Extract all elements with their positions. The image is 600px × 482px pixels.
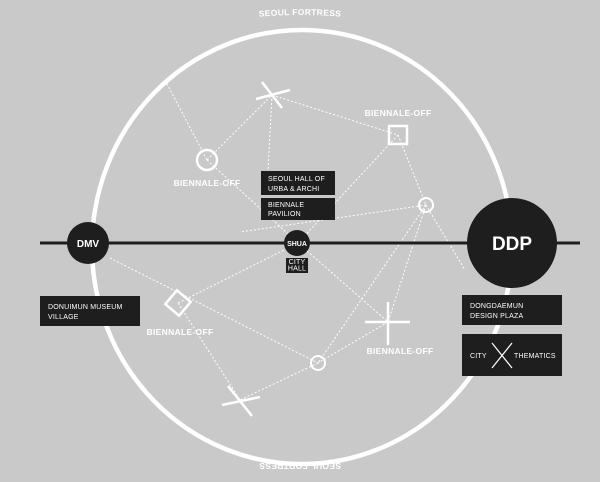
cross-marker [221, 385, 261, 417]
biennale-pavilion-line-2: PAVILION [268, 211, 301, 218]
biennale-off-diamond-marker [163, 288, 193, 318]
fortress-label-top: SEOUL FORTRESS [258, 7, 341, 19]
city-hall-tag [286, 258, 308, 273]
cross-marker [365, 302, 410, 345]
shua-label: SHUA [287, 241, 307, 248]
seoul-hall-line-2: URBA & ARCHI [268, 186, 319, 193]
shua-node [284, 230, 310, 256]
biennale-off-label: BIENNALE-OFF [174, 178, 241, 188]
dongdaemun-line-1: DONGDAEMUN [470, 303, 523, 310]
biennale-off-label: BIENNALE-OFF [367, 346, 434, 356]
dongdaemun-box [462, 295, 562, 325]
biennale-off-label: BIENNALE-OFF [365, 108, 432, 118]
city-hall-line-2: HALL [288, 266, 306, 273]
cross-marker [255, 81, 291, 109]
biennale-off-label: BIENNALE-OFF [147, 327, 214, 337]
donuimun-line-1: DONUIMUN MUSEUM [48, 304, 123, 311]
biennale-pavilion-box [261, 198, 335, 220]
city-hall-line-1: CITY [289, 259, 306, 266]
city-thematics-right: THEMATICS [514, 353, 556, 360]
ddp-label: DDP [492, 234, 532, 255]
biennale-pavilion-line-1: BIENNALE [268, 202, 304, 209]
small-circle-marker [310, 355, 326, 371]
small-circle-marker [418, 197, 434, 213]
seoul-hall-box [261, 171, 335, 195]
city-thematics-box [462, 334, 562, 376]
fortress-label-bottom: SEOUL FORTRESS [259, 461, 341, 471]
dmv-label: DMV [77, 239, 100, 250]
biennale-off-square-marker [387, 124, 409, 146]
donuimun-box [40, 296, 140, 326]
city-thematics-left: CITY [470, 353, 487, 360]
city-thematics-cross-icon [491, 342, 513, 369]
seoul-hall-line-1: SEOUL HALL OF [268, 176, 325, 183]
ddp-node [467, 198, 557, 288]
dongdaemun-line-2: DESIGN PLAZA [470, 313, 523, 320]
donuimun-line-2: VILLAGE [48, 314, 79, 321]
dmv-node [67, 222, 109, 264]
biennale-off-circle-marker [195, 148, 219, 172]
